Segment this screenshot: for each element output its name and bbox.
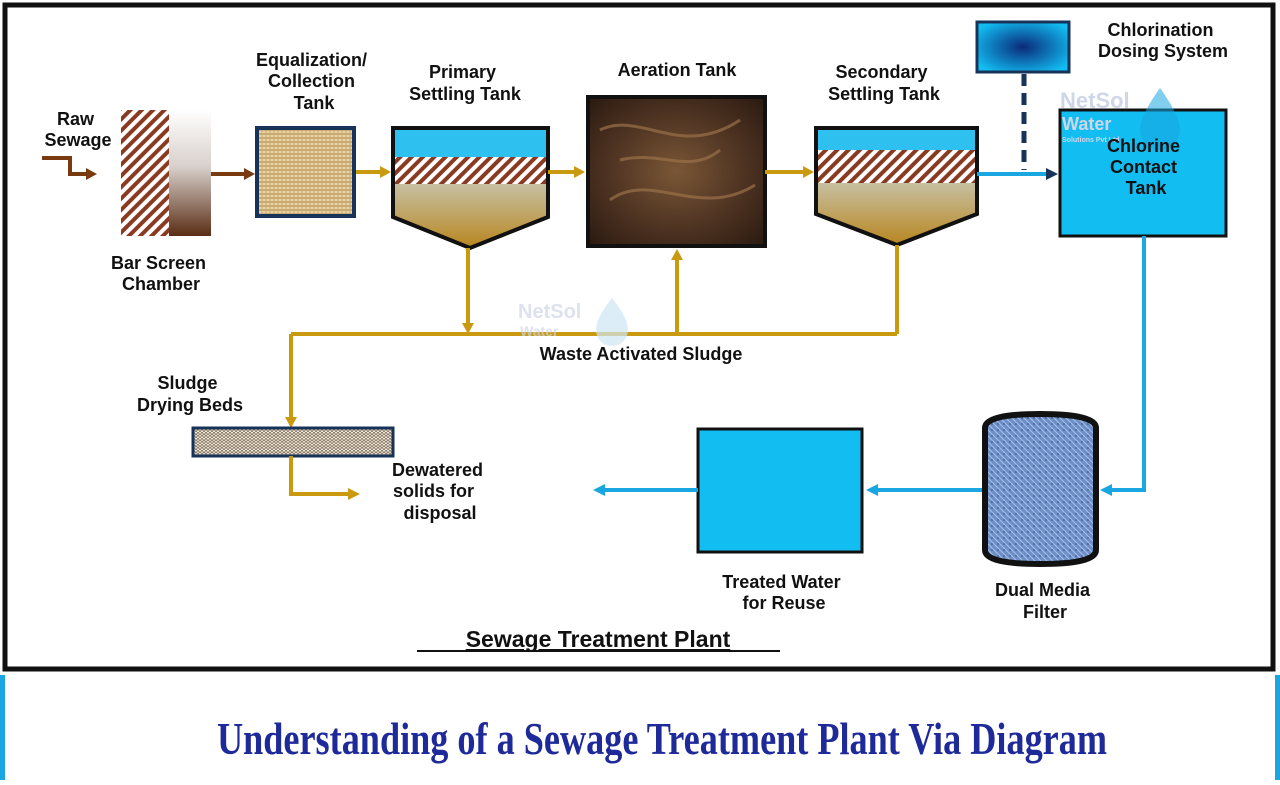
dual-media-filter (982, 410, 1099, 568)
chlorine-contact-tank (1058, 108, 1228, 238)
secondary-to-contact-arrow (977, 168, 1058, 180)
bar-screen-chamber (121, 110, 211, 236)
secondary-settling-label: Secondary Settling Tank (828, 62, 941, 104)
diagram-title: Sewage Treatment Plant (466, 626, 731, 652)
filter-to-treated-arrow (866, 484, 982, 496)
sludge-bed-arrowhead (285, 417, 297, 428)
water-drop-watermark-icon (596, 298, 628, 346)
chlorination-label: Chlorination Dosing System (1098, 20, 1228, 61)
chlorination-dosing-system (975, 20, 1071, 74)
banner-title: Understanding of a Sewage Treatment Plan… (217, 713, 1107, 764)
netsol-center-watermark: NetSol Water (518, 298, 628, 346)
water-drop-icon (1140, 88, 1180, 150)
primary-to-aeration-arrow (548, 166, 585, 178)
bar-screen-label: Bar Screen Chamber (111, 253, 211, 294)
raw-to-equalization-arrow (211, 168, 255, 180)
equalization-tank (255, 126, 356, 218)
bottom-banner: Understanding of a Sewage Treatment Plan… (0, 675, 1280, 780)
treated-water-label: Treated Water for Reuse (722, 572, 845, 613)
dewatered-solids-arrow (289, 456, 360, 500)
banner-right-edge (1275, 675, 1280, 780)
center-watermark-brand: NetSol (518, 301, 581, 323)
raw-sewage-inlet-arrow (42, 156, 97, 180)
chlorine-contact-label: Chlorine Contact Tank (1107, 136, 1185, 198)
equalization-label: Equalization/ Collection Tank (256, 50, 372, 113)
contact-to-filter-line (1100, 236, 1146, 496)
dewatered-solids-label: Dewatered solids for disposal (392, 460, 488, 523)
treated-water-tank (696, 427, 864, 554)
primary-settling-label: Primary Settling Tank (409, 62, 522, 104)
dual-media-label: Dual Media Filter (995, 580, 1095, 622)
primary-sludge-arrowhead (462, 323, 474, 334)
aeration-to-secondary-arrow (765, 166, 814, 178)
center-watermark-sub: Water (520, 323, 559, 339)
primary-settling-tank (391, 126, 550, 251)
aeration-tank (586, 95, 767, 248)
watermark-brand: NetSol (1060, 88, 1130, 113)
banner-left-edge (0, 675, 5, 780)
aeration-label: Aeration Tank (618, 60, 738, 80)
waste-sludge-label: Waste Activated Sludge (540, 344, 743, 364)
sludge-return-lines (289, 245, 899, 420)
treated-outlet-arrow (593, 484, 698, 496)
raw-sewage-label: Raw Sewage (44, 109, 111, 150)
netsol-logo-watermark: NetSol Water Solutions Pvt Ltd (1060, 88, 1180, 150)
secondary-settling-tank (814, 126, 979, 248)
watermark-sub: Water (1062, 114, 1111, 134)
equalization-to-primary-arrow (356, 166, 391, 178)
watermark-tagline: Solutions Pvt Ltd (1062, 137, 1120, 144)
sludge-drying-beds (191, 426, 395, 458)
return-sludge-arrowhead (671, 249, 683, 260)
sludge-beds-label: Sludge Drying Beds (137, 373, 243, 415)
